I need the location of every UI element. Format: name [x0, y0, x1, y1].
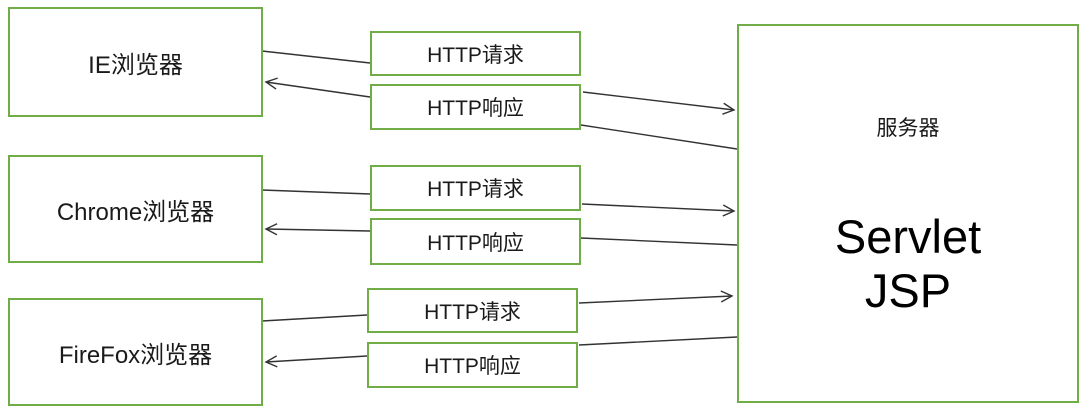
row1-response-line-right	[580, 124, 738, 150]
server-tech-line2: JSP	[864, 264, 952, 317]
row3-response-line-right	[578, 336, 738, 346]
client-box-ie-label: IE浏览器	[88, 51, 183, 79]
server-tech-line1: Servlet	[834, 210, 982, 263]
http-request-label-row2: HTTP请求	[427, 178, 524, 201]
http-response-box-row2: HTTP响应	[370, 218, 581, 265]
row3-request-arrow-to-server	[578, 290, 734, 304]
client-box-ie: IE浏览器	[8, 7, 263, 117]
http-response-box-row1: HTTP响应	[370, 84, 581, 130]
client-box-firefox: FireFox浏览器	[8, 298, 263, 406]
client-box-chrome-label: Chrome浏览器	[56, 198, 215, 226]
http-request-box-row1: HTTP请求	[370, 31, 581, 76]
http-response-label-row3: HTTP响应	[424, 355, 521, 378]
row1-request-line-left	[261, 50, 371, 64]
http-request-box-row3: HTTP请求	[367, 288, 578, 333]
client-box-chrome: Chrome浏览器	[8, 155, 263, 263]
http-request-label-row1: HTTP请求	[427, 43, 524, 67]
server-title: 服务器	[876, 117, 940, 140]
http-request-box-row2: HTTP请求	[370, 165, 581, 211]
row1-response-arrow-to-client	[264, 77, 371, 98]
row2-request-arrow-to-server	[581, 203, 736, 217]
row2-response-arrow-to-client	[264, 223, 371, 236]
row2-response-line-right	[580, 237, 738, 246]
client-box-firefox-label: FireFox浏览器	[58, 341, 213, 369]
row3-response-arrow-to-client	[264, 355, 368, 368]
http-request-label-row3: HTTP请求	[424, 300, 521, 324]
row3-request-line-left	[261, 314, 368, 322]
http-response-label-row1: HTTP响应	[427, 97, 524, 120]
row1-request-arrow-to-server	[582, 91, 736, 115]
http-response-label-row2: HTTP响应	[427, 231, 524, 255]
http-response-box-row3: HTTP响应	[367, 342, 578, 388]
server-box: 服务器 Servlet JSP	[737, 24, 1079, 403]
row2-request-line-left	[261, 189, 371, 195]
server-tech-stack: Servlet JSP	[739, 210, 1077, 318]
